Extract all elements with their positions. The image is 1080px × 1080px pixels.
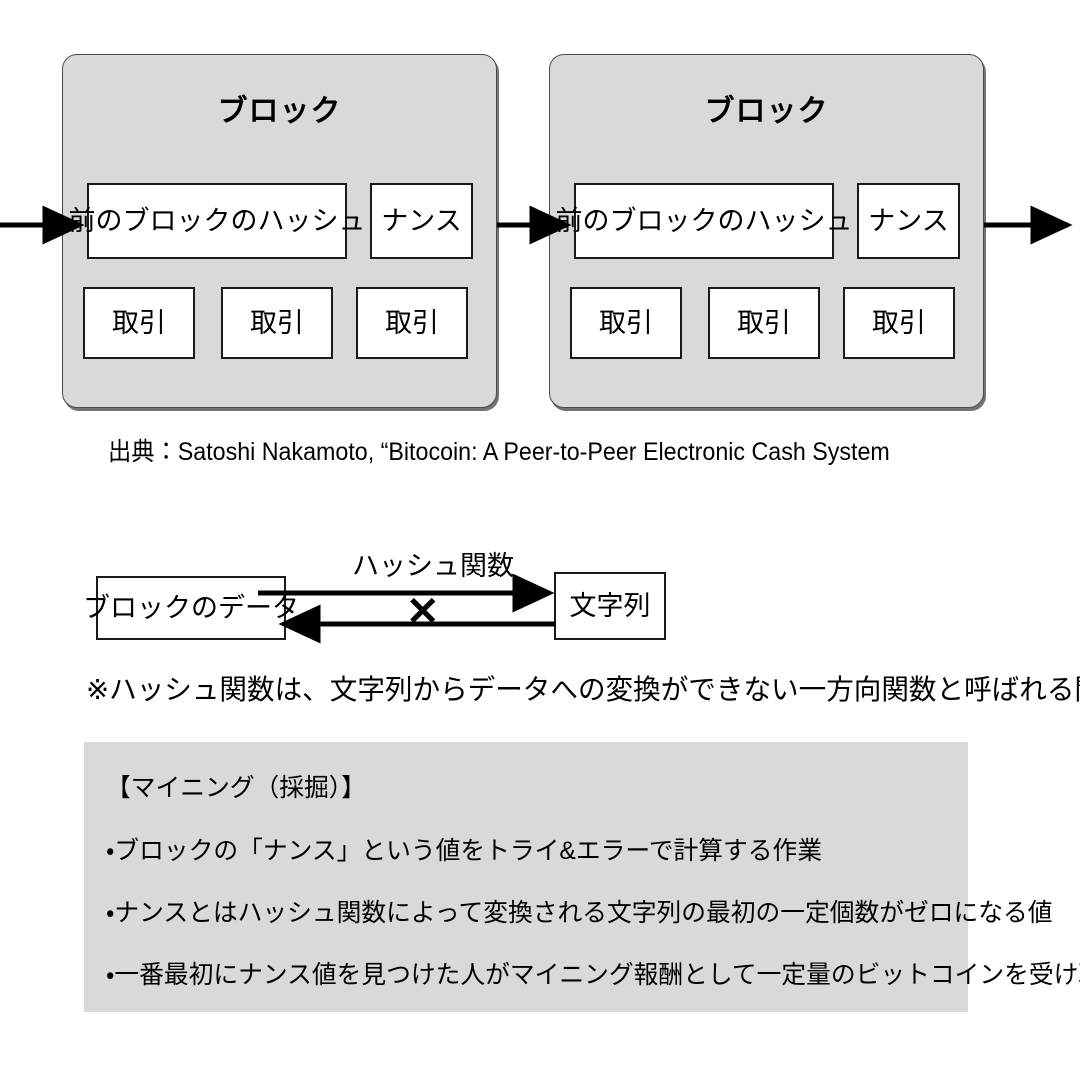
block-1-transaction-box-3: 取引 <box>356 287 468 359</box>
block-1-transaction-label-1: 取引 <box>112 307 166 338</box>
block-1-nonce-box: ナンス <box>370 183 473 259</box>
block-2-transaction-box-1: 取引 <box>570 287 682 359</box>
block-1-previous-hash-label: 前のブロックのハッシュ <box>68 205 366 236</box>
block-1-title: ブロック <box>217 95 342 128</box>
block-2-transaction-label-1: 取引 <box>599 307 653 338</box>
block-2-previous-hash-label: 前のブロックのハッシュ <box>555 205 853 236</box>
blocked-cross-icon: ✕ <box>406 590 440 634</box>
source-caption: 出典：Satoshi Nakamoto, “Bitocoin: A Peer-t… <box>108 438 890 466</box>
block-2-transaction-label-2: 取引 <box>737 307 791 338</box>
block-2-transaction-label-3: 取引 <box>872 307 926 338</box>
mining-panel: 【マイニング（採掘）】 ・ブロックの「ナンス」という値をトライ&エラーで計算する… <box>84 742 1080 1012</box>
blockchain-block-1: ブロック 前のブロックのハッシュ ナンス 取引 取引 取引 <box>62 54 497 408</box>
block-1-nonce-label: ナンス <box>381 205 462 236</box>
block-1-transaction-box-1: 取引 <box>83 287 195 359</box>
block-1-transaction-box-2: 取引 <box>221 287 333 359</box>
block-data-label: ブロックのデータ <box>83 592 299 623</box>
string-label: 文字列 <box>569 590 651 621</box>
mining-bullet-2: ・ナンスとはハッシュ関数によって変換される文字列の最初の一定個数がゼロになる値 <box>106 899 1053 927</box>
block-2-title: ブロック <box>704 95 829 128</box>
block-1-transaction-label-2: 取引 <box>250 307 304 338</box>
string-box: 文字列 <box>554 572 666 640</box>
block-2-nonce-box: ナンス <box>857 183 960 259</box>
mining-bullet-3: ・一番最初にナンス値を見つけた人がマイニング報酬として一定量のビットコインを受け… <box>106 961 1080 989</box>
hash-function-note: ※ハッシュ関数は、文字列からデータへの変換ができない一方向関数と呼ばれる関数 <box>86 674 1080 705</box>
mining-bullet-1: ・ブロックの「ナンス」という値をトライ&エラーで計算する作業 <box>106 837 822 865</box>
blockchain-block-2: ブロック 前のブロックのハッシュ ナンス 取引 取引 取引 <box>549 54 984 408</box>
hash-function-label: ハッシュ関数 <box>352 551 514 581</box>
block-1-transaction-label-3: 取引 <box>385 307 439 338</box>
block-2-transaction-box-3: 取引 <box>843 287 955 359</box>
block-2-previous-hash-box: 前のブロックのハッシュ <box>556 183 853 259</box>
block-2-nonce-label: ナンス <box>868 205 949 236</box>
mining-heading: 【マイニング（採掘）】 <box>106 774 366 802</box>
block-2-transaction-box-2: 取引 <box>708 287 820 359</box>
block-data-box: ブロックのデータ <box>83 576 299 640</box>
block-1-previous-hash-box: 前のブロックのハッシュ <box>69 183 366 259</box>
